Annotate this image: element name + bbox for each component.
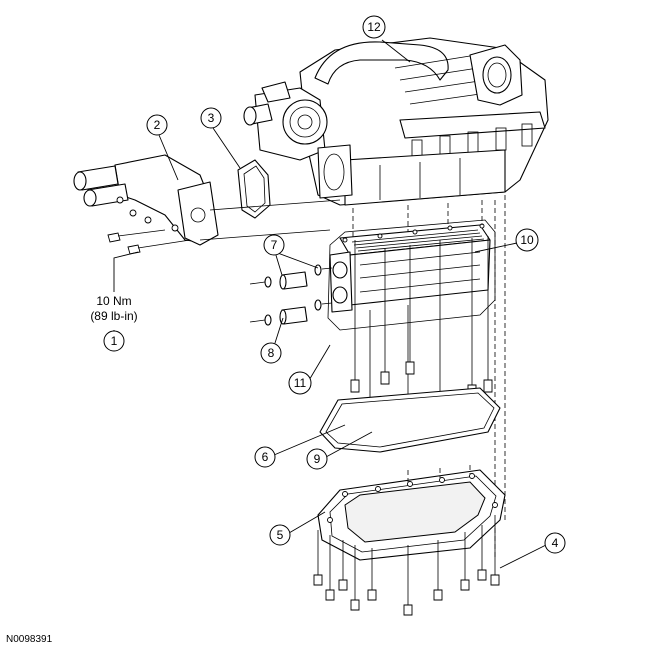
callout-11-label: 11 (294, 376, 307, 390)
callout-7-label: 7 (271, 238, 278, 252)
callout-5: 5 (269, 524, 291, 546)
bottom-bolts (313, 515, 500, 616)
callout-2: 2 (146, 114, 168, 136)
callout-9-label: 9 (314, 452, 321, 466)
torque-note-nm: 10 Nm (96, 294, 131, 308)
connector-tubes (249, 264, 333, 326)
callout-12: 12 (362, 15, 386, 39)
callout-12-label: 12 (367, 20, 381, 34)
lower-pan (317, 465, 506, 561)
callout-2-label: 2 (154, 118, 161, 132)
callout-4-label: 4 (552, 536, 559, 550)
callout-5-label: 5 (277, 528, 284, 542)
callout-10-label: 10 (520, 233, 534, 247)
callout-11: 11 (288, 371, 312, 395)
torque-leader (113, 251, 139, 292)
callout-1-label: 1 (111, 334, 118, 348)
gasket-3 (237, 159, 271, 219)
figure-id: N0098391 (6, 634, 53, 645)
coolant-housing (73, 154, 219, 246)
callout-1: 1 (103, 330, 125, 352)
supercharger-assembly (243, 37, 549, 206)
callout-10: 10 (515, 228, 539, 252)
callout-6-label: 6 (262, 450, 269, 464)
callout-7: 7 (263, 234, 285, 256)
bolts-1 (107, 229, 191, 255)
callout-9: 9 (306, 448, 328, 470)
leader-lines (113, 39, 547, 569)
callout-8-label: 8 (268, 346, 275, 360)
gasket-6-9 (319, 387, 501, 453)
callout-3-label: 3 (208, 111, 215, 125)
callout-3: 3 (200, 107, 222, 129)
torque-note-lbin: (89 lb-in) (90, 309, 137, 323)
callout-8: 8 (260, 342, 282, 364)
callout-4: 4 (544, 532, 566, 554)
callout-6: 6 (254, 446, 276, 468)
